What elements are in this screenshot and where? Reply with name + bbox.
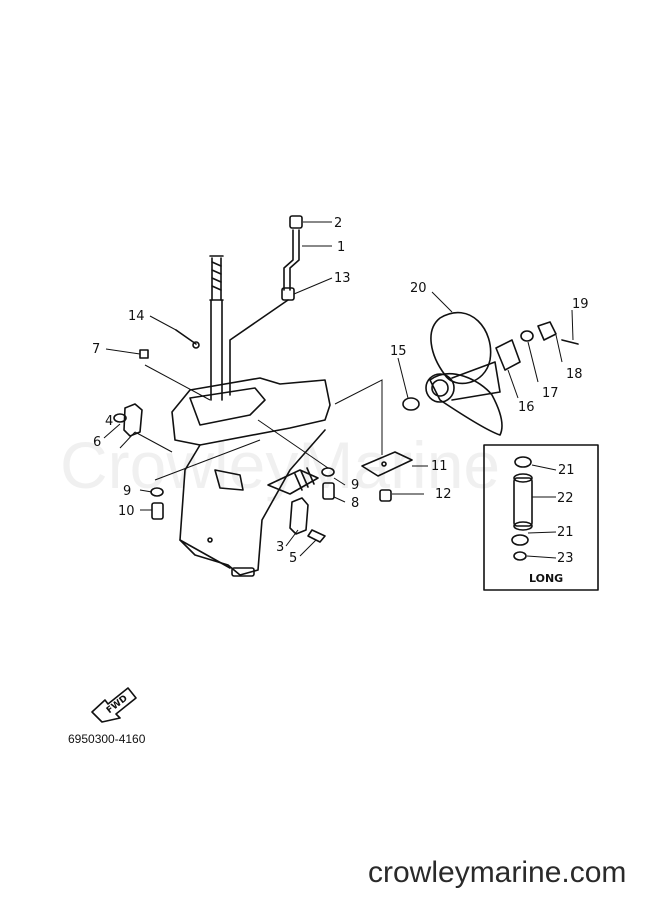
- drawing-number: 6950300-4160: [68, 732, 146, 746]
- long-shaft-inset: LONG: [483, 444, 599, 591]
- callout: 4: [105, 414, 113, 429]
- site-footer: crowleymarine.com: [368, 856, 626, 889]
- callout: 13: [334, 271, 351, 286]
- callout: 2: [334, 216, 342, 231]
- callout: 19: [572, 297, 589, 312]
- callout: 16: [518, 400, 535, 415]
- propeller-shaft: [267, 467, 319, 495]
- callout: 23: [557, 551, 574, 566]
- fasteners: [113, 329, 392, 520]
- callout: 17: [542, 386, 559, 401]
- callout: 18: [566, 367, 583, 382]
- callout: 12: [435, 487, 452, 502]
- drive-shaft: [209, 255, 224, 401]
- callout: 15: [390, 344, 407, 359]
- leader-lines: [103, 221, 574, 557]
- forward-arrow: FWD: [91, 687, 137, 723]
- lower-case: [171, 377, 331, 577]
- shift-rod: [229, 215, 303, 396]
- callout: 6: [93, 435, 101, 450]
- callout: 21: [557, 525, 574, 540]
- propeller: [402, 311, 579, 436]
- callout: 11: [431, 459, 448, 474]
- callout: 14: [128, 309, 145, 324]
- callout: 1: [337, 240, 345, 255]
- callouts: 2 1 13 20 19 14 7 15 18 17 16 6 4 11 21 …: [92, 216, 589, 566]
- anode-plate: [361, 451, 413, 477]
- callout: 9: [351, 478, 359, 493]
- callout: 7: [92, 342, 100, 357]
- callout: 20: [410, 281, 427, 296]
- callout: 3: [276, 540, 284, 555]
- callout: 21: [558, 463, 575, 478]
- callout: 22: [557, 491, 574, 506]
- trim-plates: [123, 403, 326, 543]
- callout: 8: [351, 496, 359, 511]
- callout: 9: [123, 484, 131, 499]
- inset-label: LONG: [529, 572, 563, 585]
- callout: 10: [118, 504, 135, 519]
- callout: 5: [289, 551, 297, 566]
